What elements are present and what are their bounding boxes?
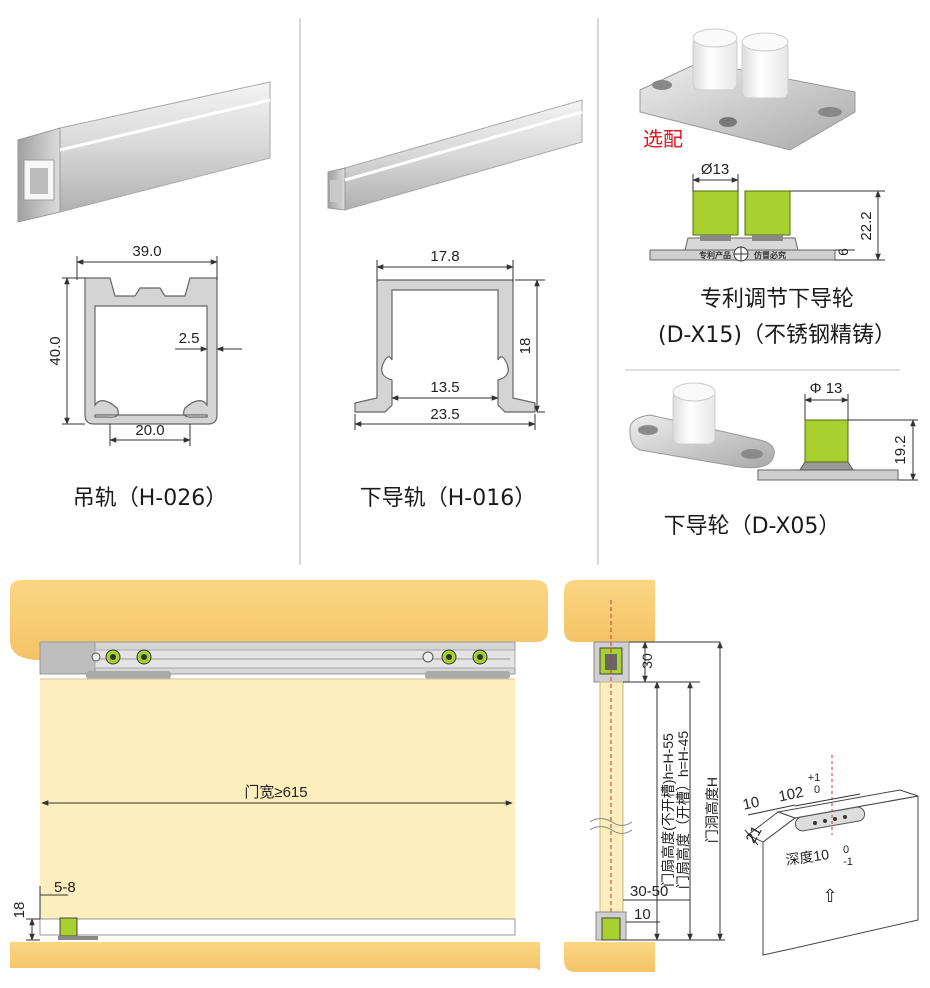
bottom-rail-profile — [354, 260, 545, 430]
adjustable-wheel-photo — [639, 28, 856, 151]
hanging-rail-width: 39.0 — [132, 243, 161, 260]
guide-wheel-drawing — [757, 394, 918, 481]
bottom-rail-caption: 下导轨（H-016） — [360, 486, 536, 511]
hanging-rail-height: 40.0 — [47, 336, 64, 365]
stamp-patent: 专利产品 — [699, 250, 731, 260]
detail-102: 102 — [777, 784, 805, 806]
detail-10: 10 — [741, 794, 761, 814]
bottom-rail-height: 18 — [517, 338, 534, 355]
detail-102-tol-plus: +1 — [808, 772, 821, 784]
optional-label: 选配 — [643, 127, 683, 151]
install-side-view — [564, 580, 725, 972]
hanging-rail-photo — [17, 81, 271, 223]
adjustable-wheel-base: 6 — [835, 248, 851, 256]
bottom-rail-photo — [327, 99, 583, 211]
guide-wheel-height: 19.2 — [892, 435, 909, 464]
bottom-rail-inner: 13.5 — [430, 379, 459, 396]
adjustable-wheel-drawing — [649, 174, 885, 262]
guide-wheel-caption: 下导轮（D-X05） — [664, 514, 841, 539]
bottom-gap: 30-50 — [630, 883, 668, 900]
depth-tol-minus: -1 — [843, 856, 853, 868]
leaf-height-no-slot: 门扇高度(不开槽)h=H-55 — [660, 733, 676, 887]
detail-102-tol-zero: 0 — [814, 784, 820, 796]
install-front-view — [10, 580, 548, 972]
hanging-rail-slot: 20.0 — [135, 422, 164, 439]
depth-label: 深度10 — [785, 846, 831, 868]
bottom-10: 10 — [634, 906, 651, 923]
adjustable-wheel-height: 22.2 — [858, 211, 875, 240]
floor-height: 18 — [11, 902, 28, 919]
hanging-rail-caption: 吊轨（H-026） — [73, 486, 227, 511]
detail-21: 21 — [743, 823, 766, 846]
bottom-rail-outer: 23.5 — [430, 406, 459, 423]
guide-wheel-diameter: Φ 13 — [810, 380, 843, 397]
left-offset: 5-8 — [54, 879, 76, 896]
groove-detail — [744, 755, 919, 956]
opening-height: 门洞高度H — [704, 777, 720, 843]
adjustable-wheel-caption-2: (D-X15)（不锈钢精铸） — [658, 323, 896, 348]
depth-tol-zero: 0 — [843, 844, 849, 856]
up-arrow-icon: ⇧ — [822, 886, 837, 906]
top-gap: 30 — [639, 653, 655, 669]
stamp-counterfeit: 仿冒必究 — [754, 250, 786, 260]
adjustable-wheel-caption-1: 专利调节下导轮 — [700, 287, 854, 312]
leaf-height-slot: 门扇高度（开槽）h=H-45 — [675, 731, 691, 890]
hanging-rail-profile — [62, 256, 242, 446]
bottom-rail-width: 17.8 — [430, 248, 459, 265]
adjustable-wheel-diameter: Ø13 — [701, 161, 729, 178]
door-width: 门宽≥615 — [244, 784, 307, 801]
guide-wheel-photo — [629, 382, 775, 469]
hanging-rail-wall: 2.5 — [179, 330, 200, 347]
